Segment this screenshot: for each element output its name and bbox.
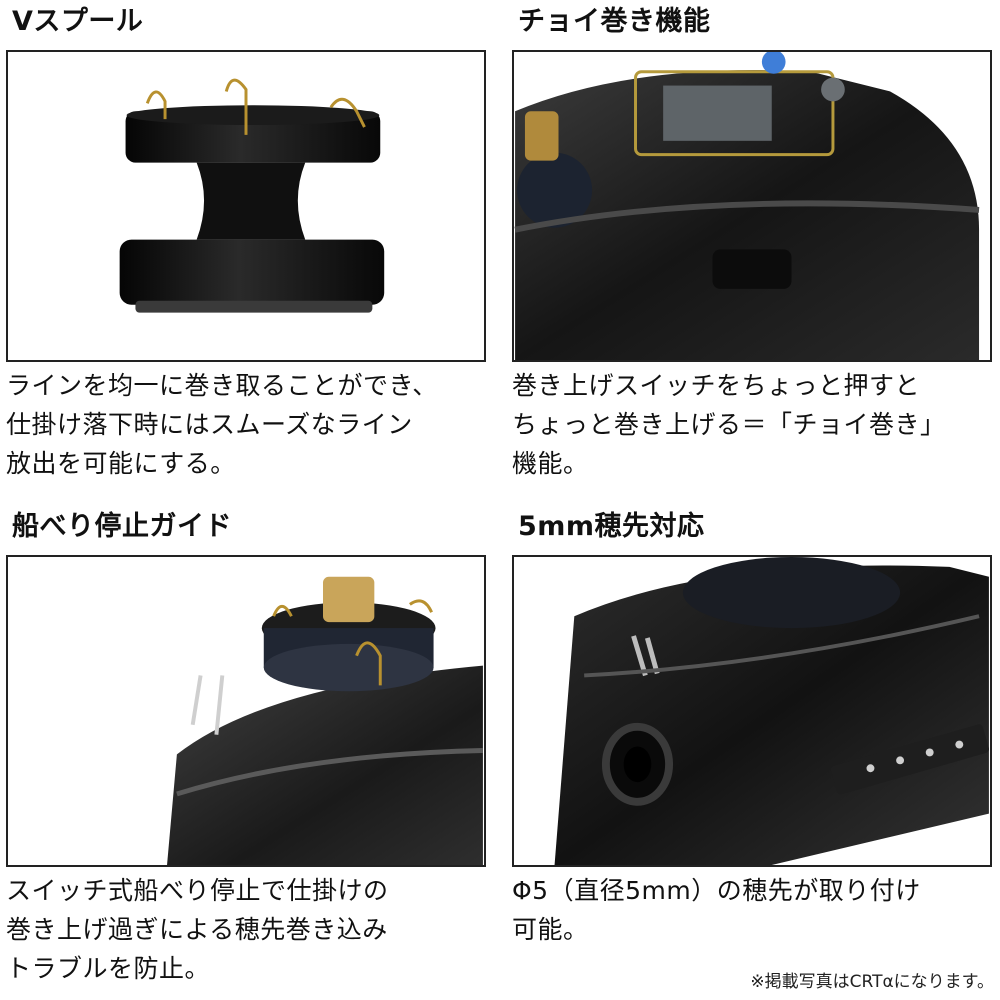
feature-caption: ラインを均一に巻き取ることができ、 仕掛け落下時にはスムーズなライン 放出を可能… xyxy=(6,371,438,478)
feature-caption: 巻き上げスイッチをちょっと押すと ちょっと巻き上げる＝「チョイ巻き」 機能。 xyxy=(512,371,946,478)
feature-heading: 5mm穂先対応 xyxy=(518,511,705,542)
photo-footnote: ※掲載写真はCRTαになります。 xyxy=(750,972,994,992)
v-spool-photo xyxy=(6,50,486,362)
feature-v-spool: Vスプール ラインを均一に巻き取ることができ、 仕掛け落下時にはスムーズなライン… xyxy=(6,0,486,483)
feature-5mm-rod-tip: 5mm穂先対応 Φ5（直径5mm）の穂先が取り付け xyxy=(512,505,992,949)
feature-heading: チョイ巻き機能 xyxy=(518,6,711,37)
rod-tip-photo xyxy=(512,555,992,867)
feature-caption: スイッチ式船べり停止で仕掛けの 巻き上げ過ぎによる穂先巻き込み トラブルを防止。 xyxy=(6,876,389,983)
feature-heading: 船べり停止ガイド xyxy=(12,511,232,542)
feature-funaberi-stop-guide: 船べり停止ガイド スイッチ式船べり停止で仕掛けの 巻き上げ過ぎ xyxy=(6,505,486,988)
choi-maki-photo xyxy=(512,50,992,362)
funaberi-stop-photo xyxy=(6,555,486,867)
feature-choi-maki: チョイ巻き機能 巻き上げスイッチをちょっと押すと ちょっと巻き上げる＝「チョ xyxy=(512,0,992,483)
feature-heading: Vスプール xyxy=(12,6,144,37)
feature-caption: Φ5（直径5mm）の穂先が取り付け 可能。 xyxy=(512,876,921,944)
